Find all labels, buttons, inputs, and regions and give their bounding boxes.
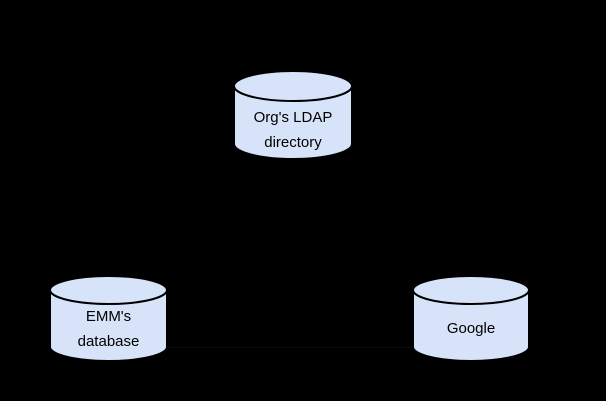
node-google: Google <box>412 275 530 362</box>
node-emms-database: EMM's database <box>49 275 168 362</box>
cylinder-top-ellipse <box>233 70 353 102</box>
cylinder-top-ellipse <box>49 275 168 305</box>
emm-google-connector-line <box>168 347 412 348</box>
database-cylinder-icon <box>233 70 353 160</box>
database-cylinder-icon <box>412 275 530 362</box>
cylinder-body <box>49 290 168 362</box>
cylinder-top-ellipse <box>412 275 530 305</box>
node-orgs-ldap-directory: Org's LDAP directory <box>233 70 353 160</box>
cylinder-body <box>412 290 530 362</box>
database-cylinder-icon <box>49 275 168 362</box>
cylinder-body <box>233 86 353 160</box>
